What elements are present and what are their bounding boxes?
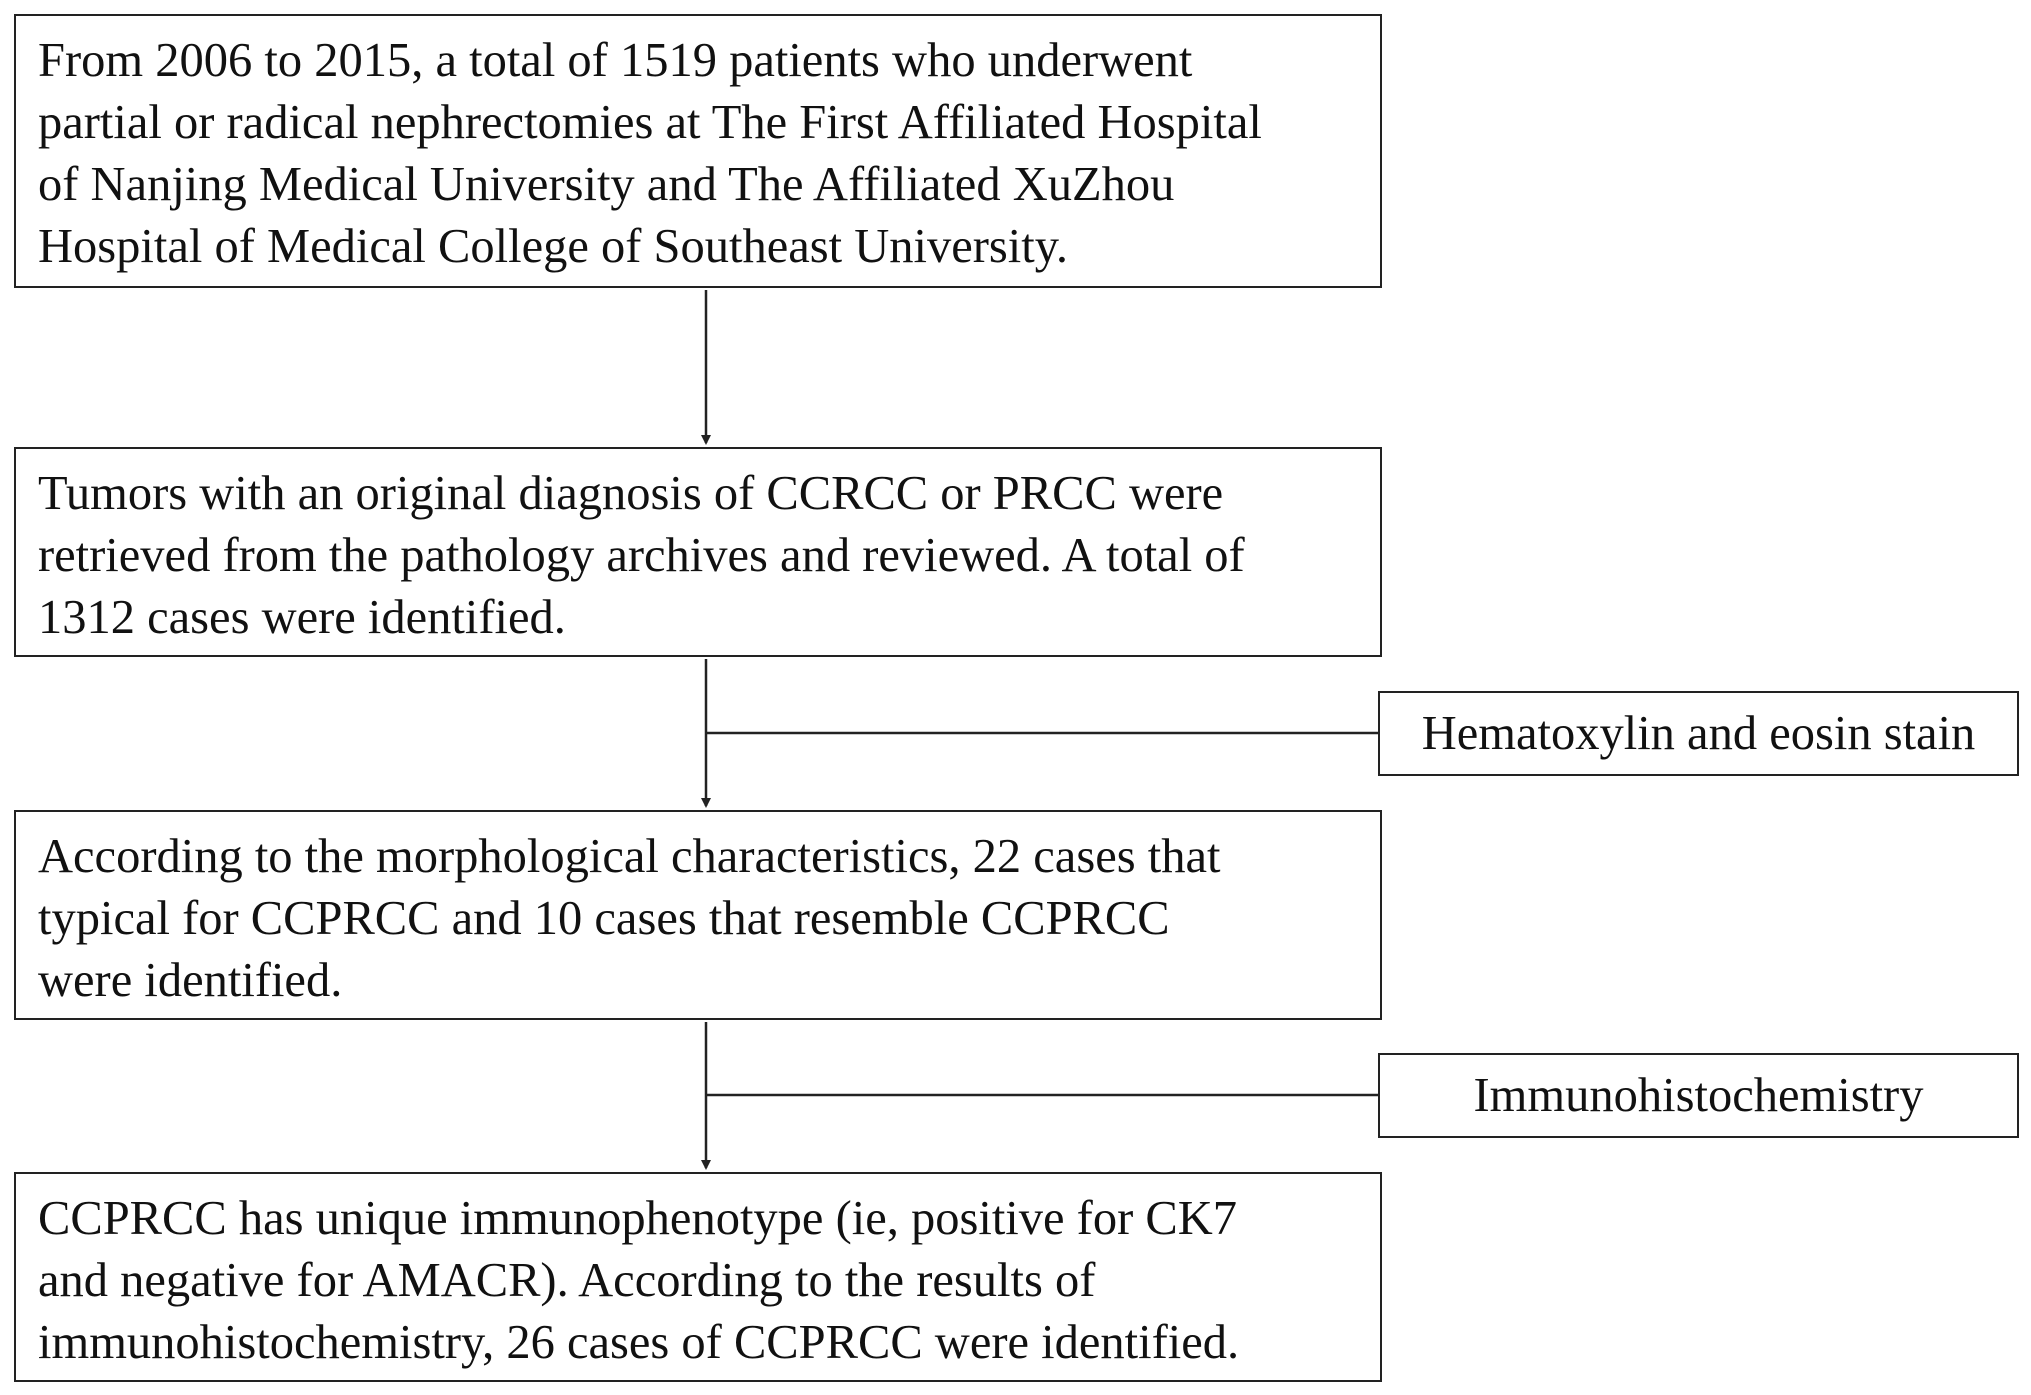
flow-box-retrieved-tumors: Tumors with an original diagnosis of CCR… [14, 447, 1382, 657]
flow-box-ccprcc-result: CCPRCC has unique immunophenotype (ie, p… [14, 1172, 1382, 1382]
box-text-line: were identified. [38, 954, 343, 1007]
box-text-line: Hospital of Medical College of Southeast… [38, 220, 1068, 273]
flow-box-morphology: According to the morphological character… [14, 810, 1382, 1020]
box-text-line: and negative for AMACR). According to th… [38, 1254, 1096, 1307]
box-text-line: of Nanjing Medical University and The Af… [38, 158, 1175, 211]
box-text-line: partial or radical nephrectomies at The … [38, 96, 1262, 149]
box-text-line: retrieved from the pathology archives an… [38, 529, 1245, 582]
side-box-label: Hematoxylin and eosin stain [1421, 707, 1976, 760]
box-text-line: immunohistochemistry, 26 cases of CCPRCC… [38, 1316, 1240, 1369]
box-text-line: typical for CCPRCC and 10 cases that res… [38, 892, 1170, 945]
box-text-line: From 2006 to 2015, a total of 1519 patie… [38, 34, 1193, 87]
flow-box-patients: From 2006 to 2015, a total of 1519 patie… [14, 14, 1382, 288]
side-box-he-stain: Hematoxylin and eosin stain [1378, 691, 2019, 776]
side-box-label: Immunohistochemistry [1473, 1069, 1924, 1122]
box-text-line: CCPRCC has unique immunophenotype (ie, p… [38, 1192, 1237, 1245]
side-box-immunohistochemistry: Immunohistochemistry [1378, 1053, 2019, 1138]
box-text-line: Tumors with an original diagnosis of CCR… [38, 467, 1224, 520]
box-text-line: According to the morphological character… [38, 830, 1221, 883]
box-text-line: 1312 cases were identified. [38, 591, 566, 644]
